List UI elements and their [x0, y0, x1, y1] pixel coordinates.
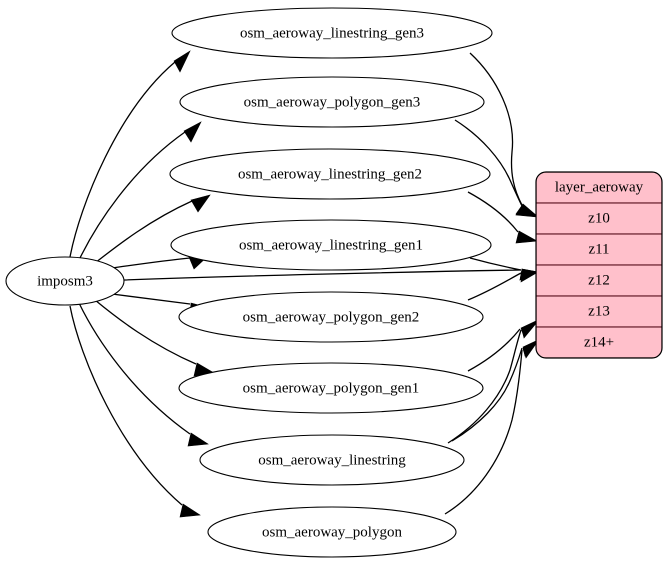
- node-shape-polygon-gen1[interactable]: [178, 362, 484, 414]
- edge-imposm3-to-polygon-gen3: [78, 131, 186, 261]
- node-shape-polygon[interactable]: [207, 506, 457, 558]
- edge-polygon-gen3-to-z10: [454, 119, 523, 207]
- arrowhead-z10-b: [515, 204, 538, 218]
- node-osm-aeroway-linestring[interactable]: osm_aeroway_linestring: [199, 434, 465, 486]
- layer-row-label-z11: z11: [588, 241, 609, 257]
- edge-polygon-gen2-to-z12: [467, 272, 522, 301]
- layer-row-z11-cell[interactable]: [536, 233, 662, 266]
- arrowhead-z13-b: [521, 320, 539, 339]
- layer-row-header-cell[interactable]: [536, 172, 662, 204]
- node-shape-linestring-gen3[interactable]: [171, 7, 493, 59]
- edge-linestring-to-z13: [447, 329, 522, 444]
- node-osm-aeroway-polygon-gen1[interactable]: osm_aeroway_polygon_gen1: [178, 362, 484, 414]
- layer-row-label-z12: z12: [588, 272, 610, 288]
- node-shape-linestring[interactable]: [199, 434, 465, 486]
- arrowhead-polygon-gen3: [183, 121, 202, 143]
- node-osm-aeroway-polygon-gen2[interactable]: osm_aeroway_polygon_gen2: [178, 291, 484, 343]
- node-label-polygon-gen2: osm_aeroway_polygon_gen2: [243, 309, 420, 325]
- layer-row-label-z10: z10: [588, 210, 610, 226]
- layer-row-z10-cell[interactable]: [536, 202, 662, 235]
- arrowhead-linestring-gen2: [190, 194, 211, 213]
- edge-linestring-gen3-to-z10: [469, 52, 523, 206]
- node-osm-aeroway-linestring-gen2[interactable]: osm_aeroway_linestring_gen2: [169, 148, 491, 200]
- edge-group-tables-to-layer: [123, 52, 540, 515]
- edge-linestring-gen2-to-z11: [467, 191, 519, 233]
- layer-row-z14-cell[interactable]: [536, 326, 662, 358]
- edge-imposm3-to-linestring-gen2: [94, 200, 193, 264]
- node-layer-aeroway[interactable]: layer_aeroway z10 z11 z12 z13 z14+: [535, 171, 663, 359]
- layer-row-z12-cell[interactable]: [536, 264, 662, 297]
- node-label-linestring-gen2: osm_aeroway_linestring_gen2: [238, 166, 422, 182]
- node-osm-aeroway-polygon[interactable]: osm_aeroway_polygon: [207, 506, 457, 558]
- edge-imposm3-to-linestring-gen3: [69, 61, 176, 258]
- node-label-polygon-gen1: osm_aeroway_polygon_gen1: [243, 380, 420, 396]
- layer-row-label-z13: z13: [588, 303, 610, 319]
- edge-linestring-to-z14: [451, 347, 523, 442]
- arrowhead-z14-b: [522, 340, 539, 359]
- node-shape-polygon-gen2[interactable]: [178, 291, 484, 343]
- node-osm-aeroway-polygon-gen3[interactable]: osm_aeroway_polygon_gen3: [179, 76, 485, 128]
- edge-imposm3-to-z12: [123, 269, 522, 281]
- arrowhead-linestring: [187, 432, 209, 447]
- arrowhead-polygon: [179, 503, 201, 518]
- layer-header-label: layer_aeroway: [555, 179, 644, 195]
- arrowhead-linestring-gen3: [173, 50, 191, 73]
- layer-row-z13-cell[interactable]: [536, 295, 662, 328]
- node-imposm3-label: imposm3: [37, 273, 93, 289]
- node-imposm3-shape[interactable]: [5, 256, 125, 306]
- edge-imposm3-to-linestring-gen1: [111, 257, 191, 269]
- node-osm-aeroway-linestring-gen3[interactable]: osm_aeroway_linestring_gen3: [171, 7, 493, 59]
- node-label-polygon: osm_aeroway_polygon: [262, 524, 402, 540]
- node-osm-aeroway-linestring-gen1[interactable]: osm_aeroway_linestring_gen1: [170, 219, 492, 271]
- node-label-linestring: osm_aeroway_linestring: [258, 452, 406, 468]
- edge-polygon-to-z14: [444, 349, 523, 515]
- node-shape-linestring-gen2[interactable]: [169, 148, 491, 200]
- edge-imposm3-to-polygon: [69, 305, 183, 506]
- layer-row-label-z14: z14+: [584, 334, 614, 350]
- node-label-linestring-gen1: osm_aeroway_linestring_gen1: [239, 237, 423, 253]
- node-label-linestring-gen3: osm_aeroway_linestring_gen3: [240, 25, 424, 41]
- edge-polygon-gen1-to-z13: [467, 328, 521, 372]
- node-imposm3[interactable]: imposm3: [5, 256, 125, 306]
- edge-imposm3-to-polygon-gen2: [111, 293, 191, 305]
- arrowhead-z12-c: [520, 271, 540, 283]
- arrowhead-z11: [515, 230, 538, 244]
- edge-imposm3-to-linestring: [78, 302, 191, 435]
- node-label-polygon-gen3: osm_aeroway_polygon_gen3: [244, 94, 421, 110]
- node-shape-polygon-gen3[interactable]: [179, 76, 485, 128]
- edge-imposm3-to-polygon-gen1: [94, 299, 197, 365]
- node-shape-linestring-gen1[interactable]: [170, 219, 492, 271]
- edge-linestring-gen1-to-z12: [469, 257, 522, 271]
- layer-table-outline: [535, 171, 663, 359]
